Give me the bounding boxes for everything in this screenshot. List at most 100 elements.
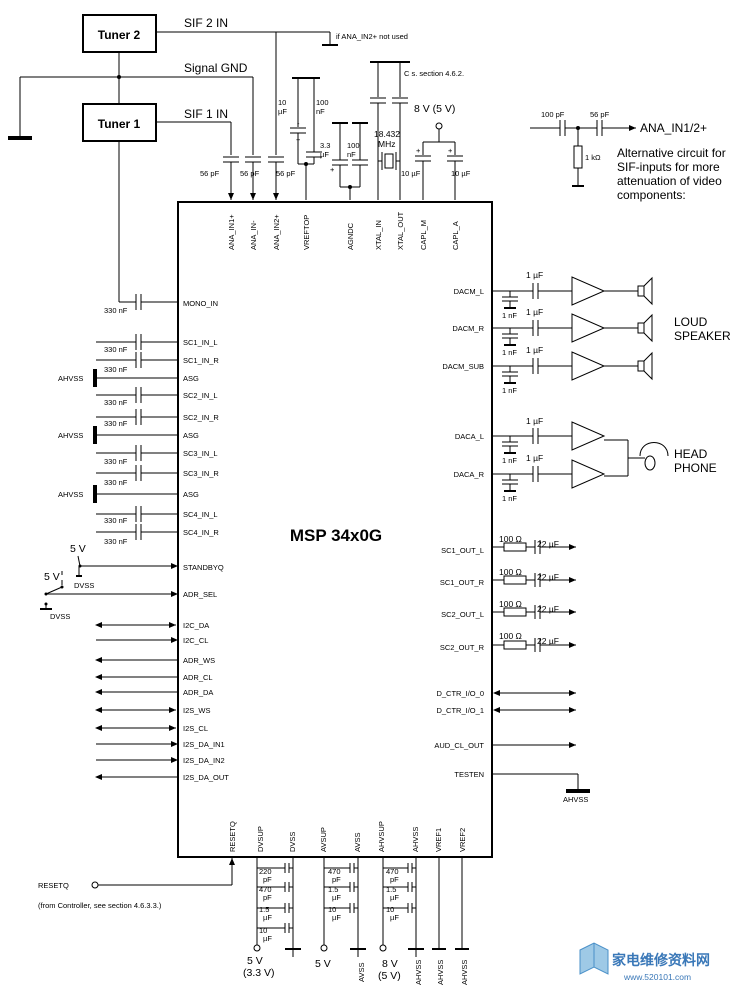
tuner2-label: Tuner 2 bbox=[98, 28, 141, 42]
alt-output-label: ANA_IN1/2+ bbox=[640, 121, 707, 135]
pin-avss: AVSS bbox=[353, 833, 362, 852]
ahvss-b2: AHVSS bbox=[436, 960, 445, 985]
ahvss-label-3: AHVSS bbox=[58, 490, 83, 499]
bcap-g1-u2: µF bbox=[263, 913, 272, 922]
bcap-g3-v2: 10 bbox=[386, 905, 394, 914]
avss-label: AVSS bbox=[357, 963, 366, 982]
dvsup-5v: 5 V bbox=[247, 955, 263, 967]
pin-adr-ws: ADR_WS bbox=[183, 656, 215, 665]
pin-ahvss: AHVSS bbox=[411, 827, 420, 852]
bcap-g2-v0: 470 bbox=[328, 867, 341, 876]
cap-100nf2-val: 100 bbox=[347, 141, 360, 150]
cap-mono: 330 nF bbox=[104, 306, 128, 315]
xtal-freq: 18.432 bbox=[374, 129, 400, 139]
svg-text:+: + bbox=[448, 146, 453, 155]
pin-sc3-in-l: SC3_IN_L bbox=[183, 449, 218, 458]
pin-xtal-in: XTAL_IN bbox=[374, 220, 383, 250]
pin-dctr-0: D_CTR_I/O_0 bbox=[436, 689, 484, 698]
capl-m-cap: 10 µF bbox=[401, 169, 421, 178]
bcap-g3-u1: µF bbox=[390, 893, 399, 902]
pin-sc4-in-l: SC4_IN_L bbox=[183, 510, 218, 519]
cap-sc3r: 330 nF bbox=[104, 478, 128, 487]
pin-standbyq: STANDBYQ bbox=[183, 563, 224, 572]
pin-testen: TESTEN bbox=[454, 770, 484, 779]
adr-sel-switch bbox=[40, 566, 178, 610]
pin-i2s-ws: I2S_WS bbox=[183, 706, 211, 715]
resistor bbox=[503, 607, 527, 617]
svg-text:+: + bbox=[416, 146, 421, 155]
bcap-g3-v1: 1.5 bbox=[386, 885, 396, 894]
chip-name: MSP 34x0G bbox=[290, 526, 382, 545]
supply-terminal bbox=[253, 944, 261, 952]
res-sc1l: 100 Ω bbox=[499, 534, 522, 544]
cap-sc1r-out: 22 µF bbox=[537, 572, 559, 582]
bcap-g2-u1: µF bbox=[332, 893, 341, 902]
dvsup-3v3: (3.3 V) bbox=[243, 967, 275, 979]
ahvss-b3: AHVSS bbox=[460, 960, 469, 985]
alt-text-4: components: bbox=[617, 188, 686, 202]
cap-dacm-l: 1 µF bbox=[526, 270, 543, 280]
pin-sc2-out-r: SC2_OUT_R bbox=[440, 643, 485, 652]
cap-sc4l: 330 nF bbox=[104, 516, 128, 525]
bcap-g1-u0: pF bbox=[263, 875, 272, 884]
cap-56pf-c: 56 pF bbox=[276, 169, 296, 178]
cap-dacm-sub: 1 µF bbox=[526, 345, 543, 355]
res-sc1r: 100 Ω bbox=[499, 567, 522, 577]
capl-a-cap: 10 µF bbox=[451, 169, 471, 178]
pin-adr-da: ADR_DA bbox=[183, 688, 213, 697]
pin-sc1-out-r: SC1_OUT_R bbox=[440, 578, 485, 587]
bcap-g1-v0: 220 bbox=[259, 867, 272, 876]
pin-adr-cl: ADR_CL bbox=[183, 673, 213, 682]
alt-cap-100pf: 100 pF bbox=[541, 110, 565, 119]
pin-ahvsup: AHVSUP bbox=[377, 821, 386, 852]
alt-resistor: 1 kΩ bbox=[585, 153, 601, 162]
svg-text:+: + bbox=[296, 135, 301, 144]
xtal-unit: MHz bbox=[378, 139, 395, 149]
alt-cap-56pf: 56 pF bbox=[590, 110, 610, 119]
cap-56pf-a: 56 pF bbox=[200, 169, 220, 178]
speaker-icon bbox=[637, 322, 645, 334]
cap-sc1r: 330 nF bbox=[104, 365, 128, 374]
bcap-g1-u1: pF bbox=[263, 893, 272, 902]
bcap-g1-v3: 10 bbox=[259, 926, 267, 935]
loudspeaker-label-1: LOUD bbox=[674, 315, 708, 329]
cap-1nf-3: 1 nF bbox=[502, 386, 517, 395]
bottom-pin-labels: RESETQ DVSUP DVSS AVSUP AVSS AHVSUP AHVS… bbox=[228, 821, 467, 852]
resistor bbox=[503, 542, 527, 552]
pin-vref1: VREF1 bbox=[434, 828, 443, 852]
pin-dctr-1: D_CTR_I/O_1 bbox=[436, 706, 484, 715]
bcap-g2-u0: pF bbox=[332, 875, 341, 884]
speaker-cone bbox=[643, 276, 653, 306]
alt-circuit bbox=[530, 120, 636, 187]
cap-sc2r: 330 nF bbox=[104, 419, 128, 428]
pin-sc4-in-r: SC4_IN_R bbox=[183, 528, 219, 537]
bcap-g2-u2: µF bbox=[332, 913, 341, 922]
resistor bbox=[503, 640, 527, 650]
xtal-note: C s. section 4.6.2. bbox=[404, 69, 464, 78]
testen-ahvss: AHVSS bbox=[563, 795, 588, 804]
ahvss-label-2: AHVSS bbox=[58, 431, 83, 440]
pin-vref2: VREF2 bbox=[458, 828, 467, 852]
pin-dacm-l: DACM_L bbox=[454, 287, 484, 296]
bcap-g1-u3: µF bbox=[263, 934, 272, 943]
pin-i2c-da: I2C_DA bbox=[183, 621, 209, 630]
pin-agndc: AGNDC bbox=[346, 222, 355, 250]
left-digital-lines bbox=[95, 622, 178, 780]
res-sc2l: 100 Ω bbox=[499, 599, 522, 609]
speaker-cone bbox=[643, 351, 653, 381]
standby-switch bbox=[77, 555, 178, 569]
pin-dacm-sub: DACM_SUB bbox=[442, 362, 484, 371]
pin-i2s-cl: I2S_CL bbox=[183, 724, 208, 733]
pin-mono-in: MONO_IN bbox=[183, 299, 218, 308]
cap-3v3-unit: µF bbox=[320, 150, 329, 159]
ahvsup-5v: (5 V) bbox=[378, 970, 401, 982]
right-pin-labels: DACM_L DACM_R DACM_SUB DACA_L DACA_R SC1… bbox=[434, 287, 484, 779]
pin-ana-in2p: ANA_IN2+ bbox=[272, 214, 281, 250]
pin-sc2-out-l: SC2_OUT_L bbox=[441, 610, 484, 619]
cap-sc1l-out: 22 µF bbox=[537, 539, 559, 549]
cap-100nf-val: 100 bbox=[316, 98, 329, 107]
pin-ana-in-: ANA_IN- bbox=[249, 220, 258, 250]
avsup-5v: 5 V bbox=[315, 958, 331, 970]
speaker-cone bbox=[643, 313, 653, 343]
